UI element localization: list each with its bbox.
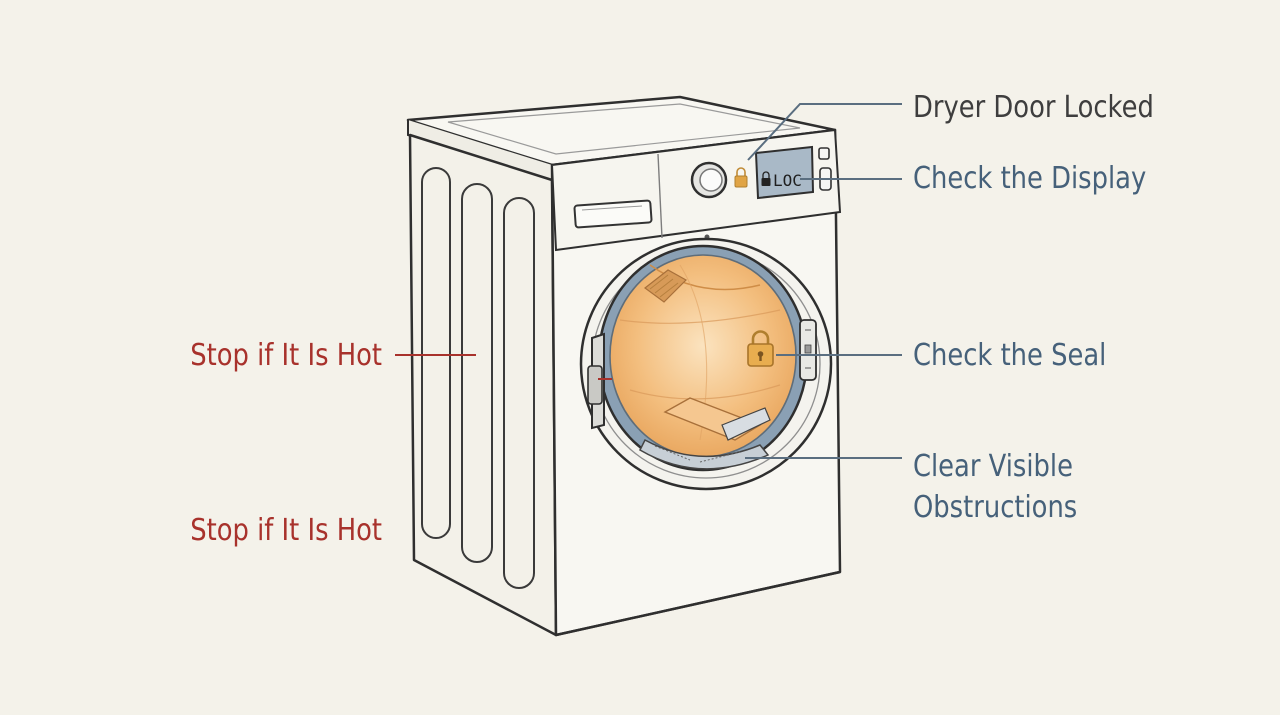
panel-button-icon xyxy=(818,147,830,160)
display-lock-icon xyxy=(761,171,771,186)
small-lock-icon xyxy=(734,167,748,188)
callout-stop-hot-upper: Stop if It Is Hot xyxy=(190,338,382,373)
callout-clear-obstructions-line1: Clear Visible xyxy=(913,449,1073,484)
dryer-door xyxy=(579,237,833,491)
lint-filter-icon xyxy=(639,438,770,470)
callout-stop-hot-lower: Stop if It Is Hot xyxy=(190,513,382,548)
dryer-side-panel xyxy=(408,133,558,637)
callout-check-display: Check the Display xyxy=(913,161,1147,196)
callout-clear-obstructions: Clear Visible Obstructions xyxy=(913,446,1077,528)
dryer-control-panel: LOC xyxy=(550,128,842,252)
display-readout: LOC xyxy=(773,171,802,190)
callout-door-locked: Dryer Door Locked xyxy=(913,90,1154,125)
leader-lines xyxy=(745,103,902,459)
callout-check-seal: Check the Seal xyxy=(913,338,1107,373)
leader-line-door-locked xyxy=(747,103,902,161)
door-lock-icon xyxy=(747,330,774,367)
callout-clear-obstructions-line2: Obstructions xyxy=(913,490,1078,525)
